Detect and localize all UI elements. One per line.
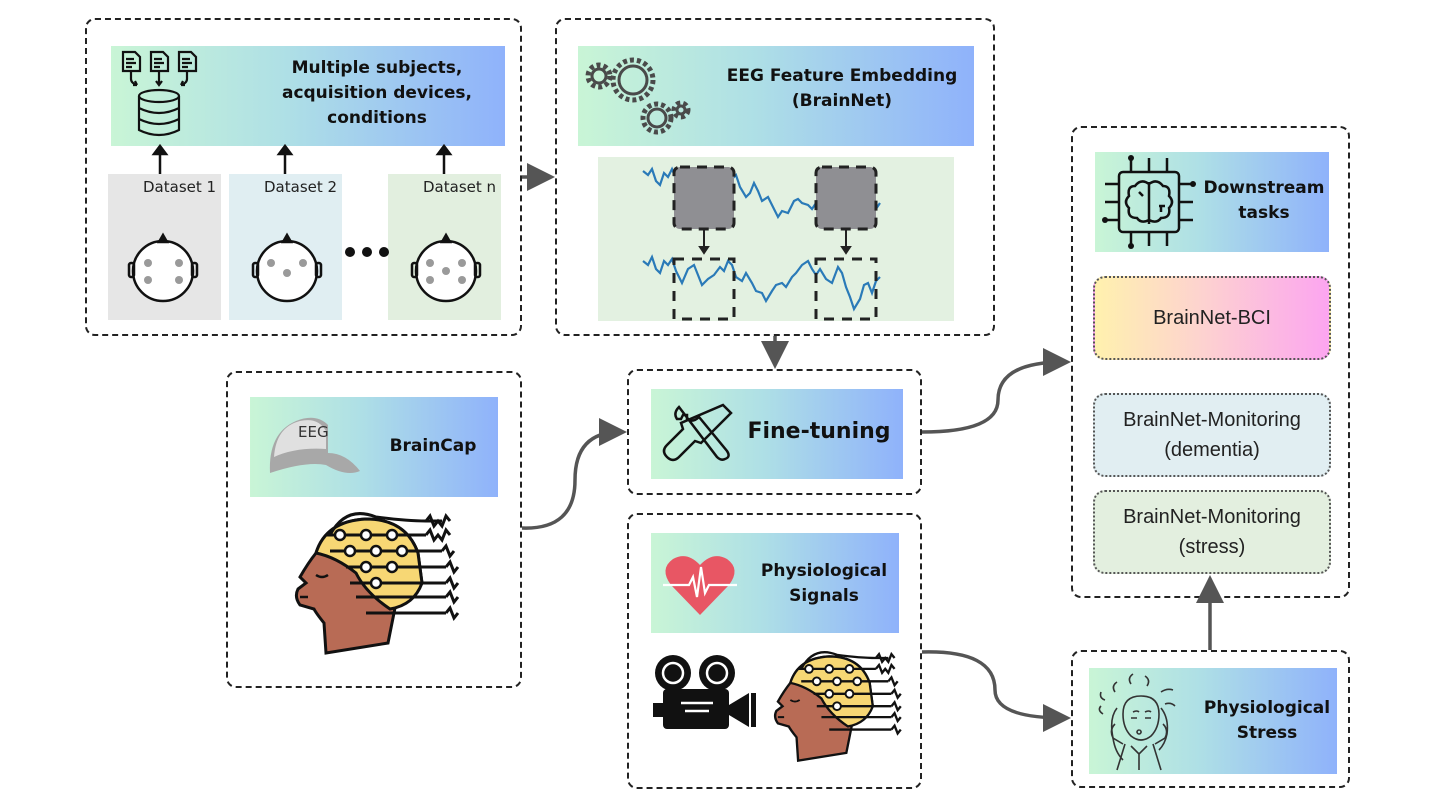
title-line: Signals: [789, 586, 859, 606]
reconstruction-box: [814, 257, 878, 321]
masked-signal-illustration: [642, 165, 881, 321]
title-line: (BrainNet): [791, 91, 893, 111]
data-collection-panel: Multiple subjects, acquisition devices, …: [85, 18, 522, 336]
database-icon: [121, 50, 198, 137]
title-line: tasks: [1238, 203, 1290, 223]
cap-label: EEG: [298, 423, 329, 441]
title-line: Stress: [1236, 723, 1298, 743]
title-line: Multiple subjects,: [291, 58, 463, 78]
braincap-panel: EEG BrainCap: [226, 371, 522, 688]
eeg-signal-bottom: [642, 254, 881, 312]
reconstruction-box: [672, 257, 736, 321]
arrow-finetuning-to-downstream: [921, 348, 1071, 434]
arrow-braincap-to-finetuning: [521, 418, 627, 530]
ellipsis-dots: [345, 247, 389, 257]
finetuning-title: Fine-tuning: [747, 419, 891, 444]
task-brainnet-monitoring-dementia: BrainNet-Monitoring (dementia): [1093, 393, 1331, 477]
eeg-head-profile-icon: [773, 651, 902, 763]
stressed-person-icon: [1098, 673, 1176, 771]
data-collection-title: Multiple subjects, acquisition devices, …: [257, 56, 497, 131]
task-label: BrainNet-Monitoring: [1123, 506, 1301, 528]
title-line: acquisition devices,: [281, 83, 473, 103]
brain-chip-icon: [1102, 155, 1196, 249]
title-line: Downstream: [1203, 178, 1325, 198]
physio-signals-title: Physiological Signals: [749, 559, 899, 609]
downstream-title: Downstream tasks: [1199, 176, 1329, 226]
eeg-cap-icon: [269, 417, 360, 473]
tools-icon: [662, 403, 733, 462]
gears-icon: [585, 57, 691, 135]
data-collection-header: [111, 46, 505, 146]
embedding-header: [578, 46, 974, 146]
title-line: Physiological: [1203, 698, 1331, 718]
title-line: Physiological: [760, 561, 888, 581]
video-camera-icon: [653, 655, 756, 729]
eeg-head-profile-icon: [294, 512, 460, 655]
braincap-title: BrainCap: [389, 436, 477, 456]
heart-rate-icon: [663, 556, 737, 615]
physio-stress-header: [1089, 668, 1337, 774]
eeg-heads: [127, 232, 482, 303]
task-label: (dementia): [1164, 439, 1260, 461]
finetuning-header: [651, 389, 903, 479]
task-label: BrainNet-BCI: [1153, 307, 1271, 329]
physio-stress-panel: Physiological Stress: [1071, 650, 1350, 788]
title-line: EEG Feature Embedding: [726, 66, 958, 86]
task-label: (stress): [1178, 536, 1246, 558]
signal-area: [598, 157, 954, 321]
downstream-panel: Downstream tasks BrainNet-BCI BrainNet-M…: [1071, 126, 1350, 598]
embedding-title: EEG Feature Embedding (BrainNet): [717, 64, 967, 114]
finetuning-panel: Fine-tuning: [627, 369, 922, 495]
dataset-label: Dataset 1: [143, 178, 217, 196]
physio-signals-panel: Physiological Signals: [627, 513, 922, 789]
eeg-head-icon: [127, 232, 199, 303]
title-line: conditions: [327, 108, 427, 128]
arrow-physio-to-stress: [921, 650, 1071, 732]
task-brainnet-bci: BrainNet-BCI: [1093, 276, 1331, 360]
dataset-label: Dataset 2: [264, 178, 338, 196]
task-label: BrainNet-Monitoring: [1123, 409, 1301, 431]
physio-stress-title: Physiological Stress: [1193, 696, 1341, 746]
embedding-panel: EEG Feature Embedding (BrainNet): [555, 18, 995, 336]
task-brainnet-monitoring-stress: BrainNet-Monitoring (stress): [1093, 490, 1331, 574]
dataset-label: Dataset n: [423, 178, 497, 196]
downstream-header: [1095, 152, 1329, 252]
dataset-arrows: [151, 143, 453, 175]
